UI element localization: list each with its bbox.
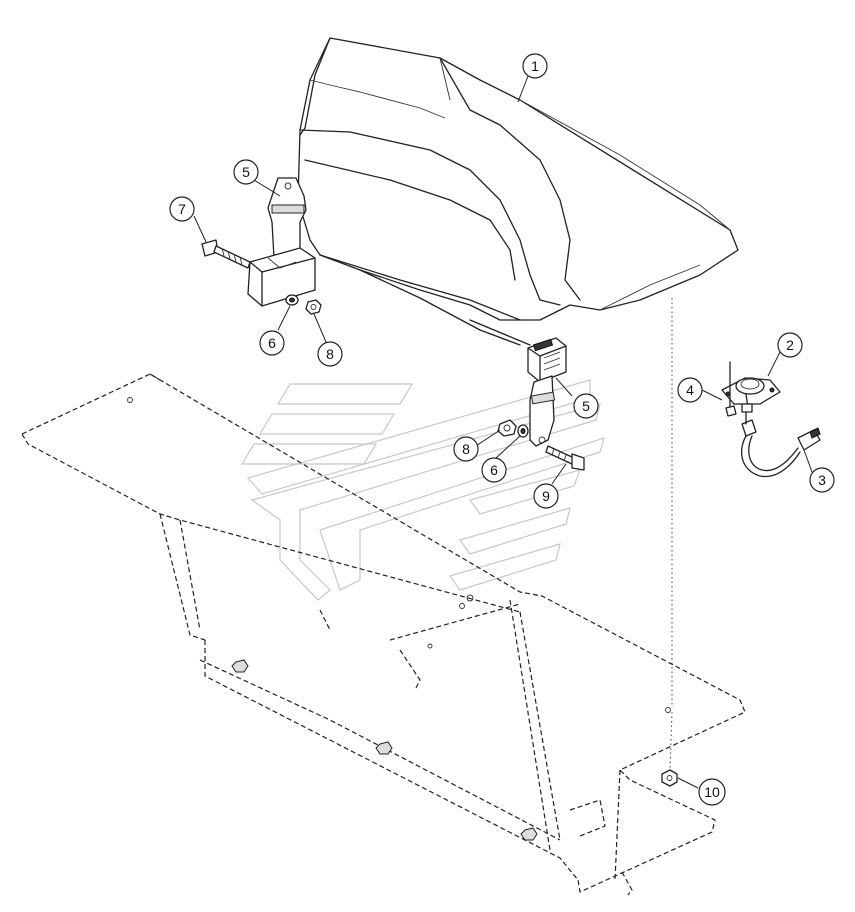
callout-9: 9: [533, 483, 559, 509]
callout-label: 9: [542, 488, 550, 504]
callout-5-left: 5: [233, 159, 259, 185]
callout-label: 10: [704, 784, 720, 800]
callout-label: 8: [462, 441, 470, 457]
callout-8-right: 8: [453, 436, 479, 462]
assembly-guide-line-short: [669, 711, 673, 771]
callout-1: 1: [522, 53, 548, 79]
callout-label: 1: [531, 58, 539, 74]
bolt-left: [201, 239, 251, 269]
callout-label: 6: [268, 335, 276, 351]
callout-3: 3: [809, 467, 835, 493]
callout-label: 3: [818, 472, 826, 488]
callout-8-left: 8: [317, 341, 343, 367]
seat-mounting-frame: [21, 373, 746, 896]
callout-6-right: 6: [481, 457, 507, 483]
callout-label: 7: [178, 201, 186, 217]
left-belt-buckle: [247, 177, 316, 307]
washer-nut-right: [497, 419, 529, 438]
nut-item-10: [661, 769, 678, 787]
wire-harness: [740, 411, 821, 478]
callout-7: 7: [169, 196, 195, 222]
right-belt-retractor: [527, 337, 567, 447]
callout-label: 8: [326, 346, 334, 362]
callout-5-right: 5: [573, 393, 599, 419]
callout-label: 5: [242, 164, 250, 180]
callout-label: 4: [686, 382, 694, 398]
callout-label: 2: [786, 337, 794, 353]
callout-label: 6: [490, 462, 498, 478]
callout-label: 5: [582, 398, 590, 414]
callout-10: 10: [698, 778, 726, 806]
washer-nut-left: [285, 294, 322, 315]
watermark-logo: [240, 379, 605, 601]
seat-switch: [721, 361, 781, 417]
callout-6-left: 6: [259, 330, 285, 356]
leader-lines: [193, 75, 813, 789]
bolt-right: [545, 445, 585, 471]
callout-2: 2: [777, 332, 803, 358]
callout-4: 4: [677, 377, 703, 403]
